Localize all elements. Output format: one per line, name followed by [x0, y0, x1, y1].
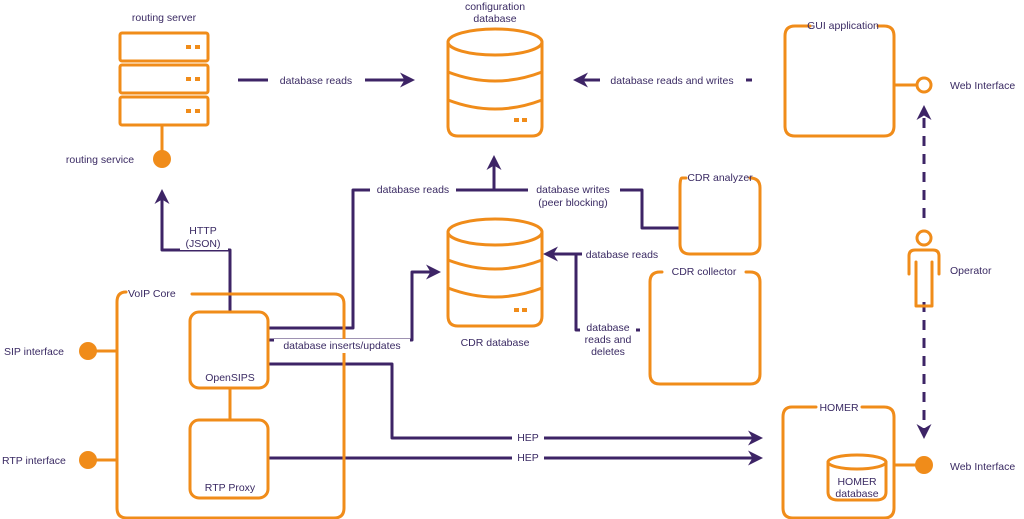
homer-box: [781, 405, 896, 519]
label-db-rd-3: deletes: [591, 346, 625, 358]
label-web-interface-top: Web Interface: [950, 80, 1015, 92]
configuration-database-icon: [446, 27, 544, 138]
label-db-rd-2: reads and: [585, 334, 632, 346]
label-rtp-interface: RTP interface: [2, 455, 66, 467]
sip-interface-port: [79, 342, 97, 360]
cdr-collector-box: [648, 270, 762, 386]
label-opensips: OpenSIPS: [205, 372, 255, 384]
routing-server-icon: [118, 31, 210, 127]
label-db-reads-cdr: database reads: [586, 249, 658, 261]
cdr-database-icon: [446, 217, 544, 328]
label-config-db-2: database: [473, 13, 516, 25]
label-hep-1: HEP: [517, 432, 539, 444]
label-routing-server: routing server: [132, 12, 197, 24]
voip-core-box: [115, 290, 346, 519]
label-cdr-collector: CDR collector: [672, 266, 737, 278]
label-voip-core: VoIP Core: [128, 288, 176, 300]
label-homer-db-1: HOMER: [837, 476, 877, 488]
label-cdr-database: CDR database: [461, 337, 530, 349]
label-db-rd-1: database: [586, 322, 629, 334]
label-operator: Operator: [950, 265, 992, 277]
label-peer-blocking: (peer blocking): [538, 197, 607, 209]
edge-db-reads-deletes: [574, 254, 640, 332]
label-cdr-analyzer: CDR analyzer: [687, 172, 753, 184]
label-homer: HOMER: [819, 402, 859, 414]
routing-service-port: [153, 150, 171, 168]
edge-db-reads-mid: [268, 155, 502, 330]
label-db-writes: database writes: [536, 184, 610, 196]
label-json: (JSON): [186, 238, 221, 250]
gui-application-box: [783, 24, 896, 138]
label-web-interface-bottom: Web Interface: [950, 461, 1015, 473]
label-db-reads-writes: database reads and writes: [610, 75, 733, 87]
rtp-proxy-box: [188, 418, 270, 500]
edge-hep-1: [268, 362, 763, 446]
web-interface-top-port: [915, 76, 933, 94]
label-db-inserts: database inserts/updates: [283, 340, 400, 352]
operator-icon: [907, 229, 941, 308]
label-sip-interface: SIP interface: [4, 346, 64, 358]
homer-database-icon: [826, 453, 888, 502]
web-interface-bottom-port: [915, 456, 933, 474]
label-homer-db-2: database: [835, 488, 878, 500]
cdr-analyzer-box: [678, 176, 762, 256]
label-http: HTTP: [189, 225, 216, 237]
label-gui-application: GUI application: [807, 20, 879, 32]
label-hep-2: HEP: [517, 452, 539, 464]
label-db-reads-mid: database reads: [377, 184, 449, 196]
label-routing-service: routing service: [66, 154, 134, 166]
label-config-db-1: configuration: [465, 1, 525, 13]
label-db-reads-top: database reads: [280, 75, 352, 87]
rtp-interface-port: [79, 451, 97, 469]
label-rtp-proxy: RTP Proxy: [205, 482, 256, 494]
